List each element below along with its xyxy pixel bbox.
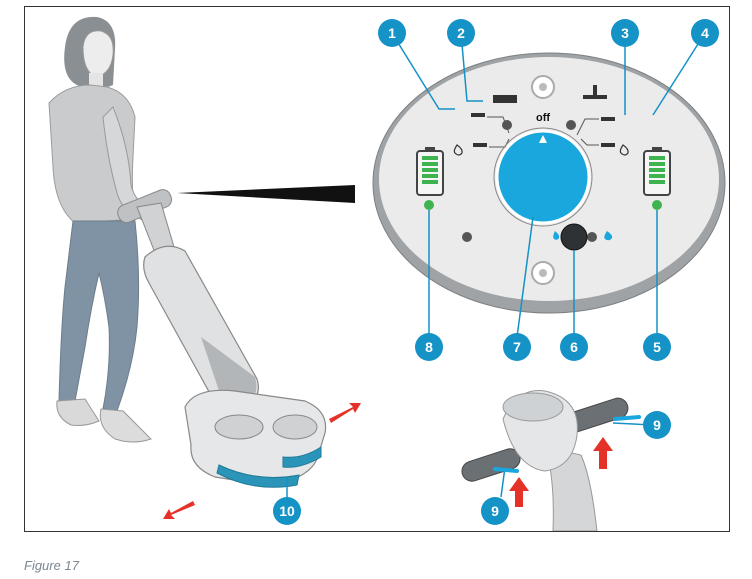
direction-arrow	[163, 403, 361, 519]
svg-text:9: 9	[491, 503, 499, 519]
callout-9-right: 9	[643, 411, 671, 439]
water-flow-button	[560, 223, 588, 251]
figure-frame: off 1 2 3 4 5 6 7 8 9 9 10	[24, 6, 730, 532]
svg-text:2: 2	[457, 25, 465, 41]
water-drop-icon	[604, 231, 613, 241]
svg-text:9: 9	[653, 417, 661, 433]
svg-text:10: 10	[279, 503, 295, 519]
callout-7: 7	[503, 333, 531, 361]
svg-text:3: 3	[621, 25, 629, 41]
person-operating-scrubber	[48, 16, 156, 443]
control-panel: off	[372, 52, 726, 314]
svg-text:6: 6	[570, 339, 578, 355]
water-drop-icon	[553, 231, 560, 240]
battery-indicator	[643, 147, 671, 210]
callout-9-left: 9	[481, 497, 509, 525]
callout-3: 3	[611, 19, 639, 47]
callout-1: 1	[378, 19, 406, 47]
callout-5: 5	[643, 333, 671, 361]
callout-8: 8	[415, 333, 443, 361]
direction-arrow	[509, 437, 613, 507]
floor-scrubber-machine	[117, 189, 327, 488]
handle-grip	[461, 390, 641, 532]
callout-4: 4	[691, 19, 719, 47]
svg-text:4: 4	[701, 25, 709, 41]
callout-badges: 1 2 3 4 5 6 7 8 9 9 10	[273, 19, 719, 525]
callout-2: 2	[447, 19, 475, 47]
svg-text:7: 7	[513, 339, 521, 355]
figure-caption: Figure 17	[24, 558, 79, 573]
figure-illustration: off 1 2 3 4 5 6 7 8 9 9 10	[48, 16, 726, 532]
pointer-wedge	[177, 185, 355, 203]
callout-6: 6	[560, 333, 588, 361]
battery-indicator	[416, 147, 444, 210]
svg-text:5: 5	[653, 339, 661, 355]
dial-off-label: off	[536, 112, 550, 124]
svg-text:1: 1	[388, 25, 396, 41]
brush-icon	[493, 95, 517, 103]
power-dial	[493, 127, 593, 227]
svg-text:8: 8	[425, 339, 433, 355]
callout-10: 10	[273, 497, 301, 525]
